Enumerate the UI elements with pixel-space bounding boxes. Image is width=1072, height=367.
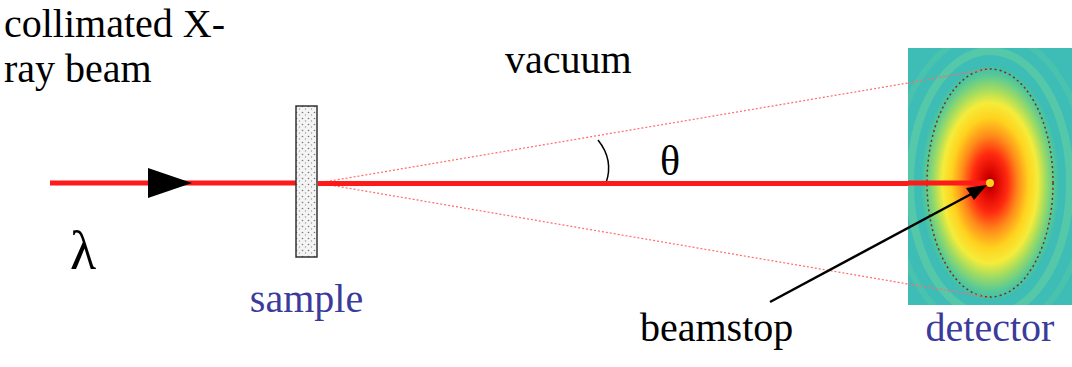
beam-connector <box>318 183 908 184</box>
scattered-ray <box>318 183 908 284</box>
angle-arc <box>598 140 609 183</box>
beamstop-label: beamstop <box>640 306 793 350</box>
sample-shape <box>295 105 318 258</box>
sample-slab: sample <box>295 105 318 258</box>
beam-label: collimated X-ray beam <box>4 2 234 92</box>
scattered-ray <box>318 83 908 183</box>
angle-symbol: θ <box>660 138 680 184</box>
region-label: vacuum <box>505 38 632 82</box>
wavelength-symbol: λ <box>70 222 96 281</box>
node-label: sample <box>250 277 363 321</box>
leader-arrowhead <box>966 185 987 200</box>
beamstop-leader <box>770 192 975 302</box>
node-label: detector <box>926 306 1055 350</box>
detector-panel: detector <box>908 48 1072 305</box>
detector-shape <box>908 48 1072 305</box>
beam-arrowhead <box>148 168 192 198</box>
